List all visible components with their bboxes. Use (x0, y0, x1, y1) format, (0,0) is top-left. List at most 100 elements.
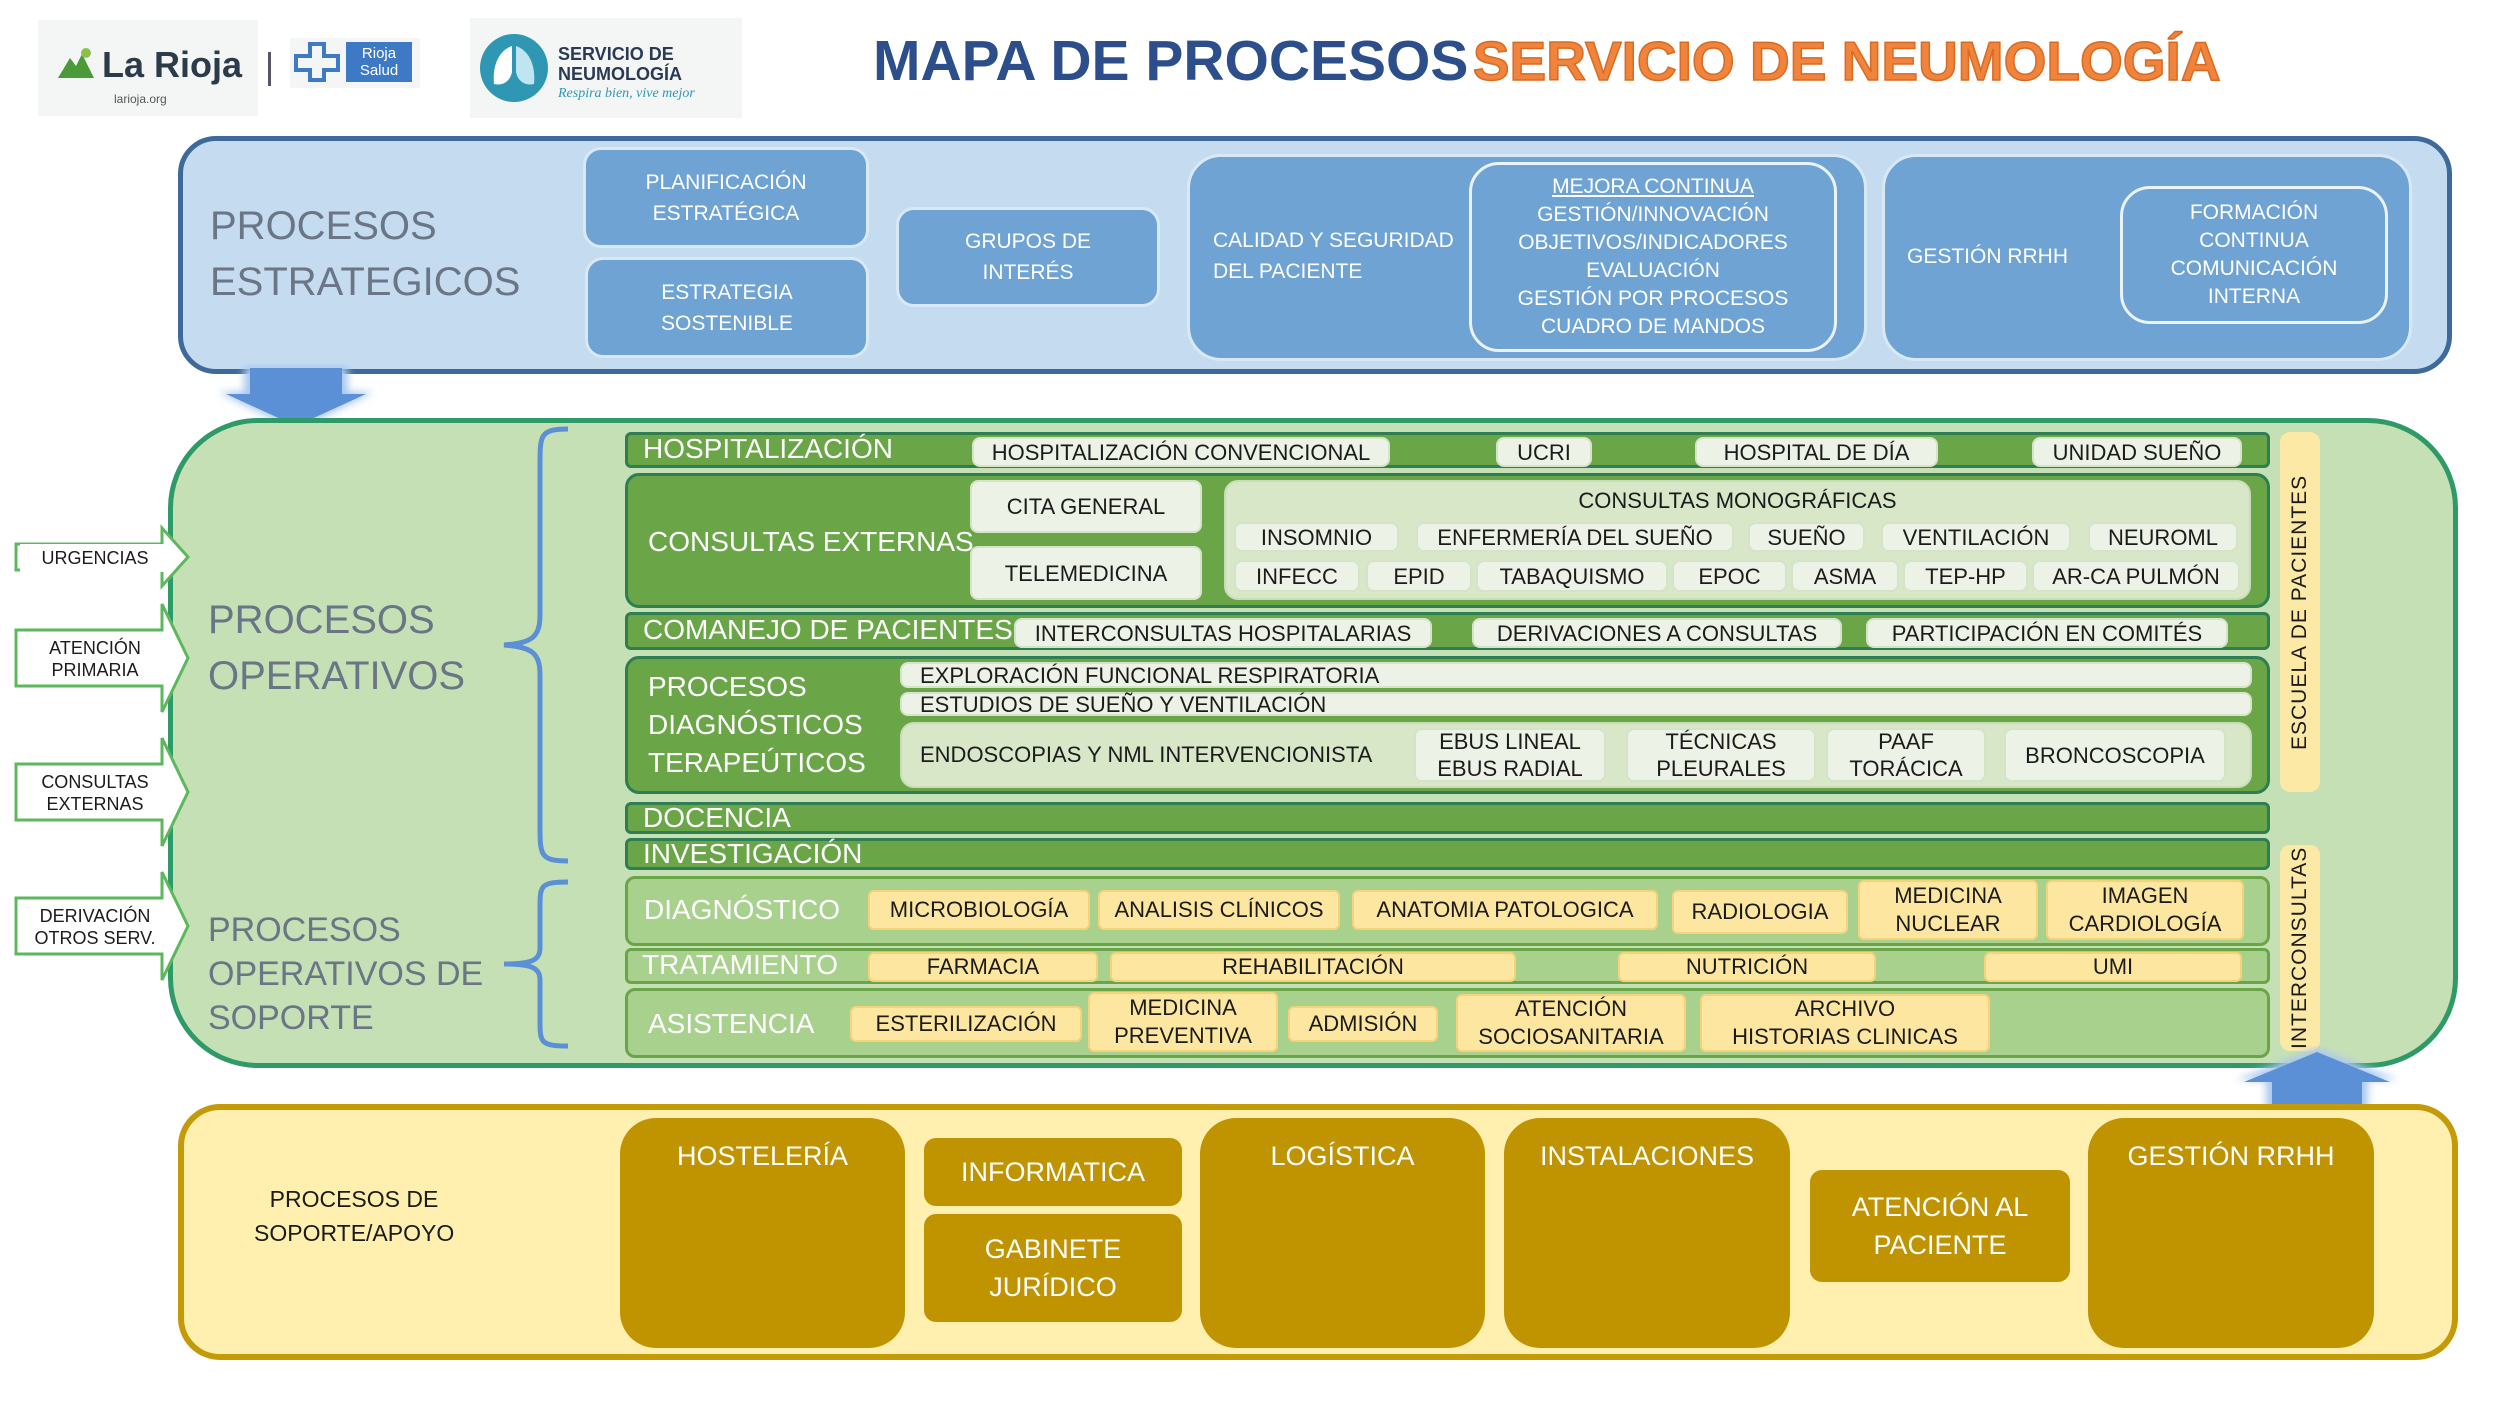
hospitalizacion-bar[interactable] (625, 432, 2270, 468)
logo-service-tagline: Respira bien, vive mejor (558, 86, 695, 101)
asis-atencion-sociosanitaria[interactable]: ATENCIÓN SOCIOSANITARIA (1456, 994, 1686, 1052)
hosteleria-label: HOSTELERÍA (676, 1141, 849, 1171)
broncoscopia-box[interactable]: BRONCOSCOPIA (2004, 728, 2226, 782)
telemedicina[interactable]: TELEMEDICINA (970, 546, 1202, 600)
docencia-title: DOCENCIA (643, 802, 791, 833)
trat-umi[interactable]: UMI (1984, 952, 2242, 982)
mejora-continua-box[interactable]: MEJORA CONTINUA GESTIÓN/INNOVACIÓN OBJET… (1469, 162, 1837, 352)
logo-service-line2: NEUMOLOGÍA (558, 64, 682, 84)
diagnosticos-title: PROCESOS DIAGNÓSTICOS TERAPEÚTICOS (648, 671, 866, 778)
mono-arca-pulmon[interactable]: AR-CA PULMÓN (2032, 560, 2240, 592)
diag-medicina-nuclear[interactable]: MEDICINA NUCLEAR (1858, 880, 2038, 940)
escuela-panel (2280, 432, 2320, 792)
comanejo-title: COMANEJO DE PACIENTES (643, 614, 1013, 645)
instalaciones-label: INSTALACIONES (1539, 1141, 1755, 1171)
mono-tep-hp[interactable]: TEP-HP (1903, 560, 2028, 592)
logo-larioja-block: La Rioja larioja.org (38, 20, 258, 116)
logo-riojasalud-text: Rioja Salud (346, 42, 412, 82)
logo-larioja-sub: larioja.org (114, 92, 167, 106)
comanejo-derivaciones[interactable]: DERIVACIONES A CONSULTAS (1472, 618, 1842, 648)
hospitalizacion-title: HOSPITALIZACIÓN (643, 433, 893, 464)
escuela-label: ESCUELA DE PACIENTES (2288, 474, 2311, 750)
mono-ventilacion[interactable]: VENTILACIÓN (1881, 522, 2071, 552)
planificacion-box[interactable]: PLANIFICACIÓN ESTRATÉGICA (583, 147, 869, 248)
larioja-emblem-icon (58, 48, 94, 78)
mono-epoc[interactable]: EPOC (1672, 560, 1787, 592)
logistica-box[interactable]: LOGÍSTICA (1200, 1118, 1485, 1348)
mejora-items: GESTIÓN/INNOVACIÓN OBJETIVOS/INDICADORES… (1517, 203, 1789, 338)
instalaciones-box[interactable]: INSTALACIONES (1504, 1118, 1790, 1348)
logo-riojasalud-block: Rioja Salud (290, 38, 420, 88)
gestion-rrhh-label: GESTIÓN RRHH (2127, 1141, 2335, 1171)
mono-infecc[interactable]: INFECC (1234, 560, 1360, 592)
diag-microbiologia[interactable]: MICROBIOLOGÍA (868, 890, 1090, 930)
investigacion-bar[interactable] (625, 838, 2270, 870)
gestion-rrhh-box[interactable]: GESTIÓN RRHH (2088, 1118, 2374, 1348)
atencion-paciente-box[interactable]: ATENCIÓN AL PACIENTE (1810, 1170, 2070, 1282)
mono-tabaquismo[interactable]: TABAQUISMO (1476, 560, 1668, 592)
operational-heading: PROCESOS OPERATIVOS (208, 598, 466, 698)
asis-archivo[interactable]: ARCHIVO HISTORIAS CLINICAS (1700, 994, 1990, 1052)
grupos-box[interactable]: GRUPOS DE INTERÉS (896, 207, 1160, 307)
lungs-logo-icon (480, 34, 548, 102)
mono-insomnio[interactable]: INSOMNIO (1234, 522, 1399, 552)
hosp-unidad-sueno[interactable]: UNIDAD SUEÑO (2032, 437, 2242, 467)
diag-anatomia[interactable]: ANATOMIA PATOLOGICA (1352, 890, 1658, 930)
title-part1: MAPA DE PROCESOS (873, 29, 1469, 93)
calidad-label: CALIDAD Y SEGURIDAD DEL PACIENTE (1213, 229, 1454, 283)
ebus-box[interactable]: EBUS LINEAL EBUS RADIAL (1414, 728, 1606, 782)
docencia-bar[interactable] (625, 802, 2270, 834)
hosteleria-box[interactable]: HOSTELERÍA (620, 1118, 905, 1348)
tratamiento-title: TRATAMIENTO (642, 949, 838, 980)
logo-service-block: SERVICIO DE NEUMOLOGÍA Respira bien, viv… (470, 18, 742, 118)
tecnicas-pleurales-box[interactable]: TÉCNICAS PLEURALES (1626, 728, 1816, 782)
informatica-box[interactable]: INFORMATICA (924, 1138, 1182, 1206)
input-consultas-externas: CONSULTAS EXTERNAS (20, 768, 170, 818)
riojasalud-cross-icon (294, 42, 340, 82)
logistica-label: LOGÍSTICA (1270, 1141, 1415, 1171)
hosp-ucri[interactable]: UCRI (1496, 437, 1592, 467)
trat-nutricion[interactable]: NUTRICIÓN (1618, 952, 1876, 982)
formacion-box[interactable]: FORMACIÓN CONTINUA COMUNICACIÓN INTERNA (2120, 186, 2388, 324)
trat-farmacia[interactable]: FARMACIA (868, 952, 1098, 982)
rrhh-label: GESTIÓN RRHH (1907, 245, 2069, 268)
up-arrow-icon (2236, 1048, 2398, 1114)
mono-neuroml[interactable]: NEUROML (2088, 522, 2238, 552)
cita-general[interactable]: CITA GENERAL (970, 480, 1202, 533)
gabinete-box[interactable]: GABINETE JURÍDICO (924, 1214, 1182, 1322)
down-arrow-icon (218, 366, 374, 430)
interconsultas-label: INTERCONSULTAS (2288, 846, 2311, 1050)
page-title: MAPA DE PROCESOS SERVICIO DE NEUMOLOGÍA (873, 28, 2221, 108)
strategic-heading: PROCESOS ESTRATEGICOS (210, 204, 521, 304)
logo-larioja-text: La Rioja (102, 44, 243, 85)
consultas-title: CONSULTAS EXTERNAS (648, 526, 974, 557)
input-urgencias: URGENCIAS (20, 544, 170, 572)
mono-sueno[interactable]: SUEÑO (1748, 522, 1865, 552)
operational-support-heading: PROCESOS OPERATIVOS DE SOPORTE (208, 911, 484, 1037)
exploracion-funcional[interactable]: EXPLORACIÓN FUNCIONAL RESPIRATORIA (900, 662, 2252, 688)
mono-asma[interactable]: ASMA (1791, 560, 1899, 592)
comanejo-interconsultas[interactable]: INTERCONSULTAS HOSPITALARIAS (1014, 618, 1432, 648)
comanejo-comites[interactable]: PARTICIPACIÓN EN COMITÉS (1866, 618, 2228, 648)
logo-separator (268, 52, 271, 86)
trat-rehabilitacion[interactable]: REHABILITACIÓN (1110, 952, 1516, 982)
diag-analisis[interactable]: ANALISIS CLÍNICOS (1098, 890, 1340, 930)
mono-epid[interactable]: EPID (1366, 560, 1472, 592)
hosp-convencional[interactable]: HOSPITALIZACIÓN CONVENCIONAL (972, 437, 1390, 467)
diag-radiologia[interactable]: RADIOLOGIA (1672, 890, 1848, 934)
input-atencion-primaria: ATENCIÓN PRIMARIA (20, 634, 170, 684)
operational-brace (503, 426, 569, 864)
mejora-title: MEJORA CONTINUA (1552, 175, 1754, 198)
support-brace (503, 879, 569, 1049)
diagnostico-sop-title: DIAGNÓSTICO (644, 894, 841, 925)
asis-admision[interactable]: ADMISIÓN (1288, 1006, 1438, 1042)
asis-medicina-preventiva[interactable]: MEDICINA PREVENTIVA (1088, 992, 1278, 1052)
estrategia-box[interactable]: ESTRATEGIA SOSTENIBLE (585, 257, 869, 358)
asis-esterilizacion[interactable]: ESTERILIZACIÓN (850, 1006, 1082, 1042)
hosp-dia[interactable]: HOSPITAL DE DÍA (1695, 437, 1938, 467)
input-derivacion: DERIVACIÓN OTROS SERV. (20, 902, 170, 952)
mono-enfermeria-sueno[interactable]: ENFERMERÍA DEL SUEÑO (1416, 522, 1734, 552)
paaf-box[interactable]: PAAF TORÁCICA (1826, 728, 1986, 782)
estudios-sueno[interactable]: ESTUDIOS DE SUEÑO Y VENTILACIÓN (900, 692, 2252, 717)
diag-imagen-cardiologia[interactable]: IMAGEN CARDIOLOGÍA (2046, 880, 2244, 940)
